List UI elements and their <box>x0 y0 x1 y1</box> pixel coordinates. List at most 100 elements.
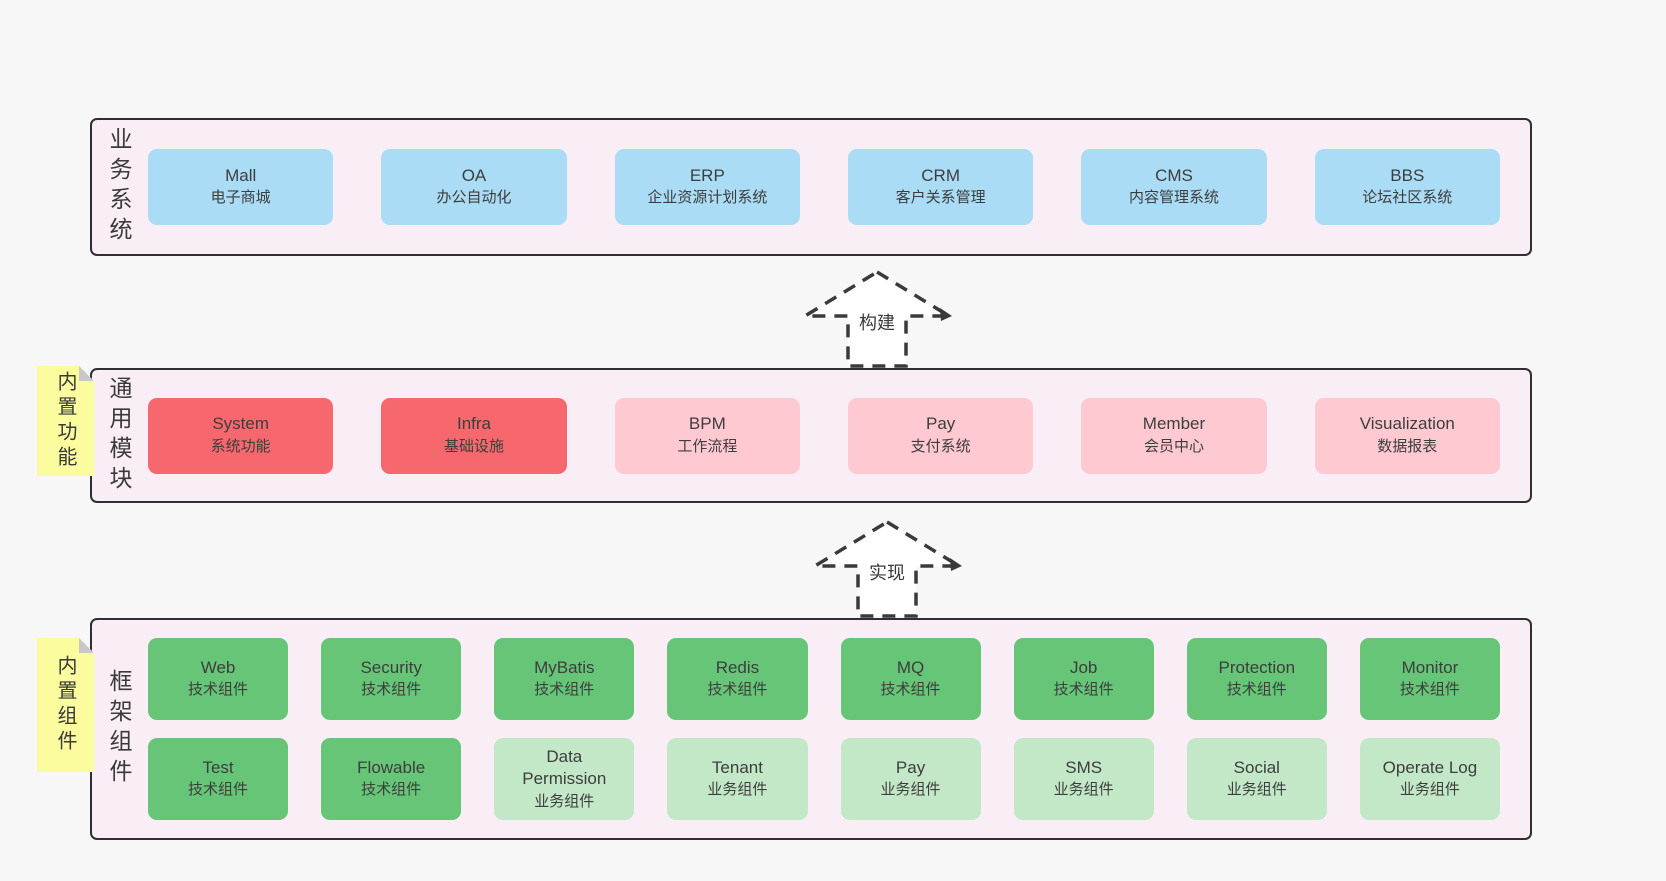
box-subtitle: 技术组件 <box>361 781 422 799</box>
box-subtitle: 支付系统 <box>910 437 971 455</box>
box-subtitle: 内容管理系统 <box>1128 189 1219 207</box>
box-title: System <box>212 414 269 434</box>
component-box: Web 技术组件 <box>148 638 289 720</box>
module-box: Infra 基础设施 <box>381 397 567 474</box>
box-subtitle: 技术组件 <box>880 681 941 699</box>
box-subtitle: 业务组件 <box>1226 781 1287 799</box>
box-subtitle: 客户关系管理 <box>895 189 986 207</box>
module-box: BPM 工作流程 <box>614 397 800 474</box>
component-box: MQ 技术组件 <box>840 638 981 720</box>
band-modules-label: 通用模块 <box>106 375 132 496</box>
business-system-box: ERP 企业资源计划系统 <box>614 149 800 225</box>
box-title: ERP <box>689 165 725 185</box>
module-box: Visualization 数据报表 <box>1314 397 1500 474</box>
components-row-1: Web 技术组件 Security 技术组件 MyBatis 技术组件 <box>148 638 1500 720</box>
component-box: Security 技术组件 <box>321 638 462 720</box>
box-subtitle: 技术组件 <box>707 681 768 699</box>
box-subtitle: 工作流程 <box>677 437 738 455</box>
sticky-note-label: 内置功能 <box>54 371 76 471</box>
box-subtitle: 业务组件 <box>707 781 768 799</box>
box-title: Web <box>200 657 236 677</box>
component-box: Social 业务组件 <box>1186 738 1327 820</box>
sticky-note-builtin-components: 内置组件 <box>37 638 94 772</box>
module-box: Pay 支付系统 <box>847 397 1034 474</box>
box-subtitle: 技术组件 <box>1053 681 1114 699</box>
business-system-box: CRM 客户关系管理 <box>847 149 1034 225</box>
box-subtitle: 办公自动化 <box>436 189 512 207</box>
box-subtitle: 系统功能 <box>210 437 271 455</box>
box-subtitle: 电子商城 <box>210 189 271 207</box>
sticky-note-label: 内置组件 <box>54 655 76 755</box>
component-box: Job 技术组件 <box>1013 638 1154 720</box>
band-framework-components: 框架组件 Web 技术组件 Security 技术组件 <box>90 618 1532 840</box>
box-subtitle: 业务组件 <box>1053 781 1114 799</box>
box-title: CMS <box>1155 165 1193 185</box>
component-box: Redis 技术组件 <box>667 638 808 720</box>
box-subtitle: 技术组件 <box>534 681 595 699</box>
business-system-box: OA 办公自动化 <box>381 149 567 225</box>
box-subtitle: 会员中心 <box>1143 437 1204 455</box>
module-box: System 系统功能 <box>148 397 334 474</box>
arrow-implement-label: 实现 <box>866 559 908 585</box>
components-rows: Web 技术组件 Security 技术组件 MyBatis 技术组件 <box>148 638 1500 820</box>
box-subtitle: 数据报表 <box>1377 437 1438 455</box>
box-title: Mall <box>225 165 257 185</box>
component-box: Pay 业务组件 <box>840 738 981 820</box>
component-box: Operate Log 业务组件 <box>1359 738 1500 820</box>
box-title: Job <box>1069 657 1098 677</box>
box-title: Data Permission <box>522 746 607 789</box>
box-subtitle: 技术组件 <box>188 781 249 799</box>
box-subtitle: 基础设施 <box>443 437 504 455</box>
business-system-box: CMS 内容管理系统 <box>1081 149 1267 225</box>
component-box: Flowable 技术组件 <box>321 738 462 820</box>
arrow-build-label: 构建 <box>856 309 898 335</box>
arrow-implement: 实现 <box>808 519 966 619</box>
box-title: CRM <box>921 165 960 185</box>
box-title: SMS <box>1065 757 1103 777</box>
box-subtitle: 业务组件 <box>534 792 595 810</box>
box-title: Pay <box>895 757 926 777</box>
arrow-build: 构建 <box>798 269 956 369</box>
component-box: Test 技术组件 <box>148 738 289 820</box>
component-box: Tenant 业务组件 <box>667 738 808 820</box>
band-common-modules: 通用模块 System 系统功能 Infra 基础设施 BPM 工作流程 <box>90 368 1532 503</box>
box-subtitle: 企业资源计划系统 <box>647 189 768 207</box>
box-title: Protection <box>1218 657 1296 677</box>
box-title: Redis <box>715 657 760 677</box>
box-subtitle: 业务组件 <box>880 781 941 799</box>
band-business-systems: 业务系统 Mall 电子商城 OA 办公自动化 ERP 企业资源计划系统 <box>90 118 1532 256</box>
box-title: MyBatis <box>534 657 595 677</box>
component-box: SMS 业务组件 <box>1013 738 1154 820</box>
business-box-row: Mall 电子商城 OA 办公自动化 ERP 企业资源计划系统 CRM 客户关系… <box>146 120 1530 254</box>
component-box: MyBatis 技术组件 <box>494 638 635 720</box>
components-row-2: Test 技术组件 Flowable 技术组件 Data Permission … <box>148 738 1500 820</box>
box-title: Social <box>1233 757 1280 777</box>
business-system-box: BBS 论坛社区系统 <box>1314 149 1500 225</box>
box-subtitle: 论坛社区系统 <box>1362 189 1453 207</box>
component-box: Monitor 技术组件 <box>1359 638 1500 720</box>
box-title: Security <box>360 657 422 677</box>
component-box: Data Permission 业务组件 <box>494 738 635 820</box>
box-subtitle: 技术组件 <box>361 681 422 699</box>
box-title: Monitor <box>1401 657 1459 677</box>
modules-box-row: System 系统功能 Infra 基础设施 BPM 工作流程 Pay 支付系统 <box>146 370 1530 501</box>
box-title: Operate Log <box>1382 757 1478 777</box>
box-title: Pay <box>926 414 956 434</box>
sticky-note-builtin-features: 内置功能 <box>37 366 94 476</box>
band-components-label: 框架组件 <box>106 669 132 789</box>
box-subtitle: 业务组件 <box>1399 781 1460 799</box>
box-subtitle: 技术组件 <box>1226 681 1287 699</box>
business-system-box: Mall 电子商城 <box>148 149 334 225</box>
box-title: Test <box>202 757 234 777</box>
box-title: Infra <box>456 414 491 434</box>
box-title: Visualization <box>1359 414 1455 434</box>
box-title: Tenant <box>711 757 763 777</box>
box-title: OA <box>461 165 487 185</box>
box-subtitle: 技术组件 <box>1399 681 1460 699</box>
box-subtitle: 技术组件 <box>188 681 249 699</box>
component-box: Protection 技术组件 <box>1186 638 1327 720</box>
box-title: MQ <box>896 657 925 677</box>
box-title: Flowable <box>357 757 426 777</box>
box-title: BBS <box>1390 165 1425 185</box>
